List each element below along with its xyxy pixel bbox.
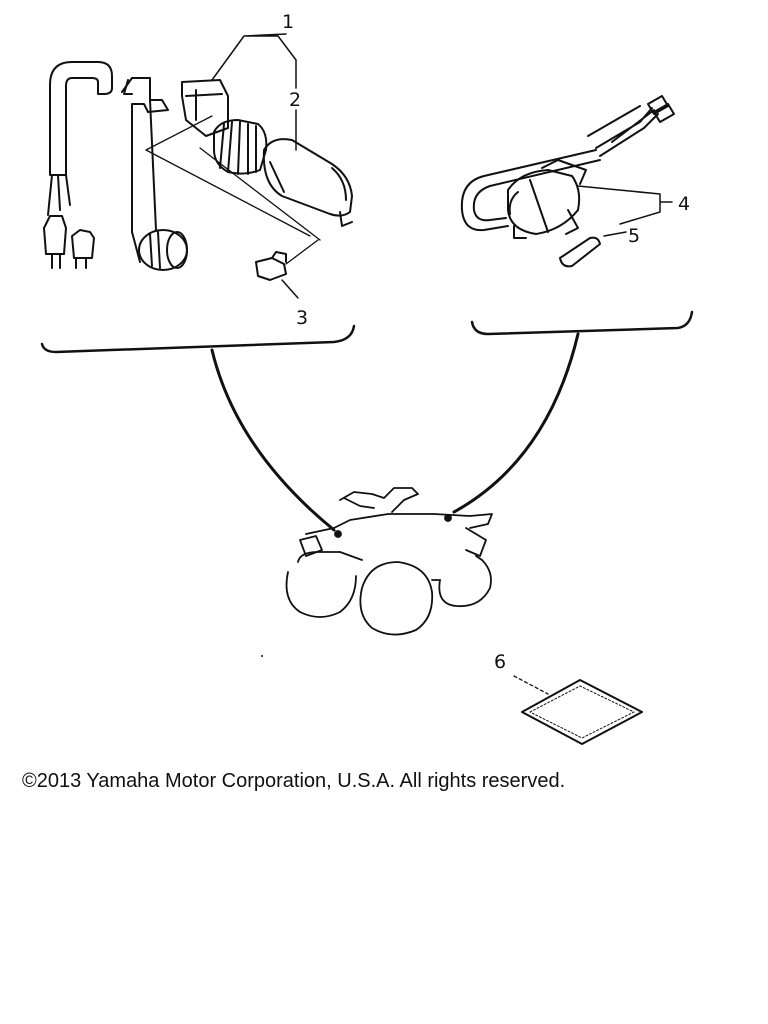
roller-part	[138, 229, 188, 271]
atv-point-right	[444, 514, 452, 522]
left-group-brace	[40, 324, 356, 354]
leader-3	[281, 279, 299, 299]
connector-left-b	[71, 229, 95, 259]
atv-point-left	[334, 530, 342, 538]
connector-left-a	[43, 215, 67, 255]
wire-coil	[460, 149, 601, 232]
leader-5	[603, 231, 627, 237]
switch-cylinder	[262, 138, 353, 217]
copyright-notice: ©2013 Yamaha Motor Corporation, U.S.A. A…	[22, 770, 566, 792]
callout-6: 6	[494, 651, 506, 673]
pointer-curve-right	[452, 332, 580, 514]
right-group-brace	[470, 310, 694, 336]
wire-harness	[587, 105, 659, 157]
atv-wheel-rear	[438, 559, 492, 608]
leader-1	[211, 33, 297, 81]
plate-part	[513, 675, 643, 745]
callout-4: 4	[678, 193, 690, 215]
callout-1: 1	[282, 11, 294, 33]
bolt-part	[255, 257, 287, 281]
callout-5: 5	[628, 225, 640, 247]
pointer-curve-left	[210, 348, 336, 532]
atv-wheel-front-left	[285, 571, 357, 618]
left-part-group	[40, 33, 356, 354]
callout-2: 2	[289, 89, 301, 111]
atv-wheel-center	[359, 561, 434, 636]
leader-4	[577, 185, 673, 225]
switch-housing	[181, 79, 229, 137]
hose-part	[49, 61, 113, 176]
callout-3: 3	[296, 307, 308, 329]
mount-bracket	[121, 77, 169, 263]
pin-part	[559, 236, 601, 268]
leader-6	[513, 675, 549, 695]
wire-loop	[145, 115, 321, 241]
sensor-body	[507, 169, 581, 235]
atv-silhouette	[285, 487, 493, 636]
right-part-group	[460, 95, 694, 336]
